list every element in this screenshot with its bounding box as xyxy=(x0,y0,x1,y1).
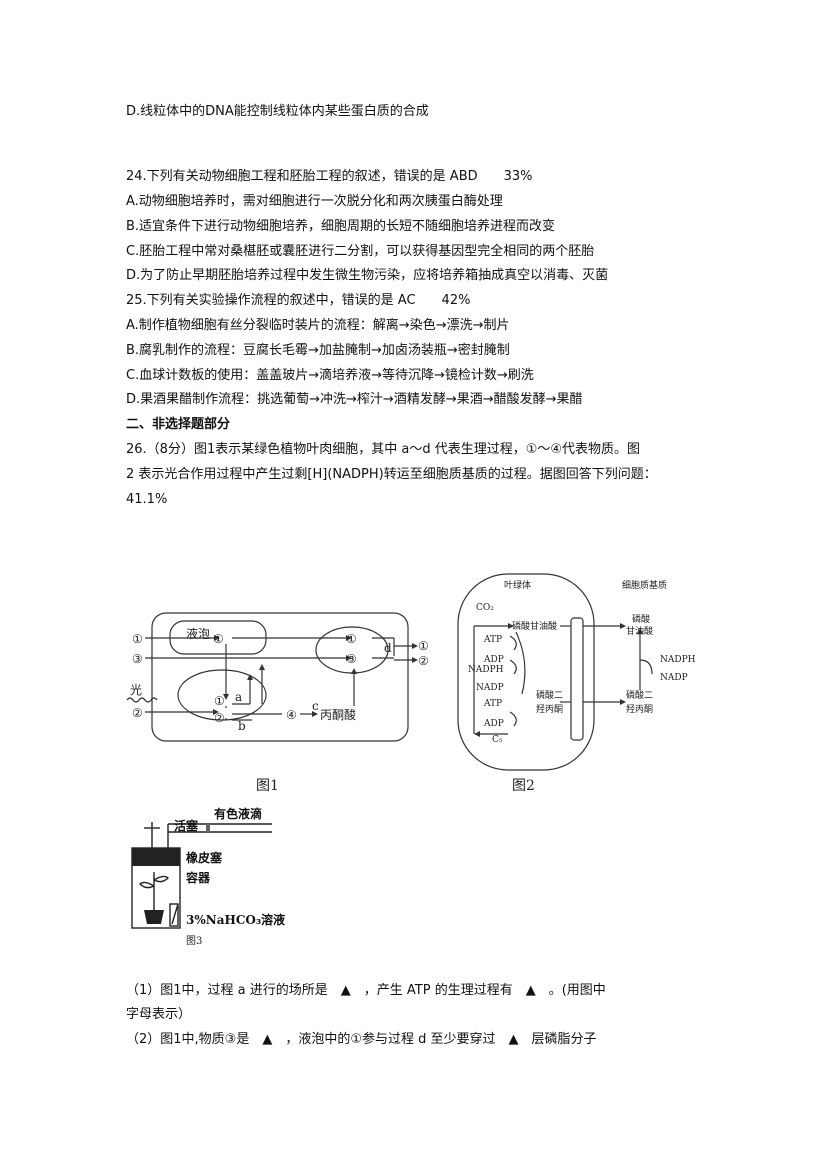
fig2-co2: CO₂ xyxy=(476,603,494,613)
fig1-label-1-in: ① xyxy=(132,632,143,646)
fig1-vac-1: ① xyxy=(213,632,224,646)
fig1-mit-3: ③ xyxy=(346,652,357,666)
question-26-line2: 2 表示光合作用过程中产生过剩[H](NADPH)转运至细胞质基质的过程。据图回… xyxy=(126,467,657,482)
q25-option-b: B.腐乳制作的流程：豆腐长毛霉→加盐腌制→加卤汤装瓶→密封腌制 xyxy=(126,343,510,358)
q24-option-d: D.为了防止早期胚胎培养过程中发生微生物污染，应将培养箱抽成真空以消毒、灭菌 xyxy=(126,268,609,283)
fig2-c5: C₅ xyxy=(492,735,503,745)
sub-question-1-line1: （1）图1中，过程 a 进行的场所是 ▲ ，产生 ATP 的生理过程有 ▲ 。(… xyxy=(126,983,606,998)
fig2-adp-2: ADP xyxy=(483,719,504,729)
fig2-pga: 磷酸甘油酸 xyxy=(512,620,557,632)
sub-question-2: （2）图1中,物质③是 ▲ ，液泡中的①参与过程 d 至少要穿过 ▲ 层磷脂分子 xyxy=(126,1032,597,1047)
q24-option-a: A.动物细胞培养时，需对细胞进行一次脱分化和两次胰蛋白酶处理 xyxy=(126,194,503,209)
fig3-stopcock: 活塞 xyxy=(174,818,199,833)
membrane-transporter xyxy=(570,617,584,741)
fig1-out-2: ② xyxy=(418,654,429,668)
fig3-container: 容器 xyxy=(185,870,211,885)
fig1-label-3-in: ③ xyxy=(132,652,143,666)
fig3-solution: 3%NaHCO₃溶液 xyxy=(186,912,285,927)
fig1-b: b xyxy=(238,719,246,733)
figure-1: ① ③ ② 光 液泡 ① ① ② a b ④ c 丙酮酸 ① ③ d ① ② 图… xyxy=(126,612,429,794)
fig2-atp-2: ATP xyxy=(483,699,502,709)
fig1-chl-2: ② xyxy=(214,711,225,725)
figure-3: 活塞 有色液滴 橡皮塞 容器 3%NaHCO₃溶液 图3 xyxy=(131,806,285,947)
cell-outline xyxy=(151,612,409,742)
fig2-nadph: NADPH xyxy=(468,665,504,675)
chloroplast-outline xyxy=(457,573,595,771)
fig2-adp-1: ADP xyxy=(483,655,504,665)
fig2-dhap-r2: 羟丙酮 xyxy=(626,703,653,715)
chloroplast-shape xyxy=(177,669,267,721)
fig1-light: 光 xyxy=(130,683,142,697)
q24-option-b: B.适宜条件下进行动物细胞培养，细胞周期的长短不随细胞培养进程而改变 xyxy=(126,219,556,234)
fig2-dhap-1: 磷酸二 xyxy=(536,689,563,701)
fig3-rubber: 橡皮塞 xyxy=(186,850,223,865)
fig2-cytoplasm: 细胞质基质 xyxy=(622,579,667,591)
question-26-line1: 26.（8分）图1表示某绿色植物叶肉细胞，其中 a～d 代表生理过程，①～④代表… xyxy=(126,442,641,457)
question-24: 24.下列有关动物细胞工程和胚胎工程的叙述，错误的是 ABD 33% xyxy=(126,169,533,184)
fig1-pyruvate: 丙酮酸 xyxy=(320,707,356,722)
fig2-nadph-r: NADPH xyxy=(660,655,696,665)
fig2-pga-r2: 甘油酸 xyxy=(626,625,653,637)
fig1-chl-1: ① xyxy=(214,694,225,708)
fig1-d: d xyxy=(384,641,392,655)
fig2-dhap-2: 羟丙酮 xyxy=(536,703,563,715)
fig2-atp-1: ATP xyxy=(483,635,502,645)
question-25: 25.下列有关实验操作流程的叙述中，错误的是 AC 42% xyxy=(126,293,471,308)
fig3-droplet: 有色液滴 xyxy=(214,806,262,821)
section-heading: 二、非选择题部分 xyxy=(126,417,231,432)
fig1-a: a xyxy=(235,690,242,704)
question-26-rate: 41.1% xyxy=(126,492,168,507)
fig2-dhap-r1: 磷酸二 xyxy=(626,689,653,701)
figure-2: 叶绿体 细胞质基质 CO₂ 磷酸甘油酸 ATP ADP NADPH NADP A… xyxy=(457,573,696,794)
fig2-caption: 图2 xyxy=(512,778,535,794)
fig1-c: c xyxy=(312,699,319,713)
fig1-mit-1: ① xyxy=(346,632,357,646)
fig2-nadp: NADP xyxy=(476,683,504,693)
fig1-caption: 图1 xyxy=(256,778,279,794)
fig2-nadp-r: NADP xyxy=(660,673,688,683)
q24-option-c: C.胚胎工程中常对桑椹胚或囊胚进行二分割，可以获得基因型完全相同的两个胚胎 xyxy=(126,244,595,259)
option-d-q23: D.线粒体中的DNA能控制线粒体内某些蛋白质的合成 xyxy=(126,104,429,119)
fig3-caption: 图3 xyxy=(186,935,202,947)
q25-option-d: D.果酒果醋制作流程：挑选葡萄→冲洗→榨汁→酒精发酵→果酒→醋酸发酵→果醋 xyxy=(126,392,583,407)
fig1-vacuole: 液泡 xyxy=(186,626,210,641)
q25-option-a: A.制作植物细胞有丝分裂临时装片的流程：解离→染色→漂洗→制片 xyxy=(126,318,510,333)
fig1-4: ④ xyxy=(286,708,297,722)
q25-option-c: C.血球计数板的使用：盖盖玻片→滴培养液→等待沉降→镜检计数→刷洗 xyxy=(126,368,534,383)
fig1-label-2-in: ② xyxy=(132,706,143,720)
sub-question-1-line2: 字母表示） xyxy=(126,1007,192,1022)
fig2-pga-r1: 磷酸 xyxy=(632,613,650,625)
fig1-out-1: ① xyxy=(418,639,429,653)
fig2-chloroplast: 叶绿体 xyxy=(504,579,531,591)
